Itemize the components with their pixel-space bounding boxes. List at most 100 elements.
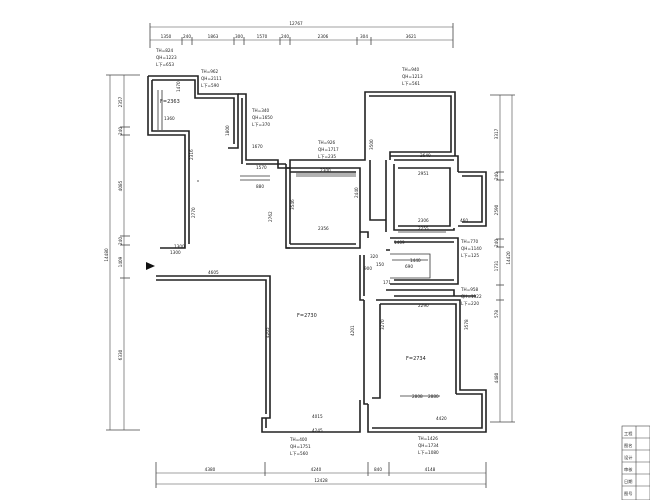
right-dim-7: 4480 [494,372,499,383]
right-dim-5: 1731 [494,260,499,271]
room-label-6-line-3: L下=125 [461,253,479,259]
room-label-1-line-1: TH=824 [155,48,174,53]
room-label-6-line-2: QH=1140 [461,246,482,251]
int-dim-18: 2306 [418,218,429,223]
int-dim-36: 1409 [394,240,405,245]
room-label-2-line-1: TH=962 [200,69,219,74]
left-dim-3: 4085 [118,180,123,191]
int-dim-17: 2951 [418,171,429,176]
room-label-5-line-2: QH=1717 [318,147,339,152]
top-dim-2: 240 [183,34,191,39]
int-dim-38: 690 [405,264,413,269]
room-label-9-line-3: L下=1080 [418,450,439,456]
int-dim-3: 2316 [189,149,194,160]
left-dim-6: 6330 [118,349,123,360]
room-label-9-line-1: TH=1426 [417,436,438,441]
int-dim-8: 1670 [252,144,263,149]
int-dim-21: 1440 [410,258,421,263]
int-dim-24: 4605 [208,270,219,275]
left-dim-4: 240 [118,237,123,245]
top-dim-4: 300 [235,34,243,39]
room-label-1-line-3: L下=653 [156,62,174,68]
top-dimension-chain: 12767 1350 240 1863 300 1570 240 2306 30… [149,21,454,48]
int-dim-27: 4245 [312,428,323,433]
bottom-dim-1: 4380 [205,467,216,472]
int-dim-32: 3578 [464,319,469,330]
room-bottom-right-walls [367,299,487,433]
title-row-6: 图号 [624,491,632,497]
title-row-4: 审核 [624,466,633,473]
room-label-4-line-2: QH=1213 [402,74,423,79]
room-label-3-line-3: L下=370 [252,122,270,128]
floor-label-2: F=2730 [297,313,317,319]
int-dim-33: 4201 [350,325,355,336]
room-label-9-line-2: QH=1734 [418,443,439,448]
floor-label-3: F=2734 [406,356,426,362]
room-center-walls [286,167,369,249]
top-dim-9: 3621 [406,34,417,39]
int-dim-35: 171 [383,280,391,285]
room-living-walls [156,255,368,433]
top-dim-3: 1863 [208,34,219,39]
room-label-8-line-2: QH=1751 [290,444,311,449]
top-dim-5: 1570 [257,34,268,39]
room-label-3-line-2: QH=1650 [252,115,273,120]
room-label-3-line-1: TH=340 [251,108,270,113]
right-dim-1: 3317 [494,128,499,139]
right-overall-dim: 14420 [506,251,511,265]
room-label-7-line-2: QH=1122 [461,294,482,299]
right-dim-4: 240 [494,239,499,247]
right-dimension-chain: 3317 240 2590 240 1731 578 4480 14420 [490,94,515,423]
floor-labels: F=2363 F=2730 F=2734 [160,99,426,362]
bottom-dim-4: 4148 [425,467,436,472]
walls [146,75,487,433]
int-dim-29: 2880 [428,394,439,399]
title-block: 工程 图名 设计 审核 日期 图号 [621,425,650,500]
int-dim-1: 1470 [176,81,181,92]
int-dim-34: 150 [376,262,384,267]
room-label-5-line-3: L下=235 [318,154,336,160]
bottom-dim-2: 4240 [311,467,322,472]
title-row-5: 日期 [624,479,632,485]
int-dim-5: 1300 [170,250,181,255]
int-dim-20: 2255 [418,226,429,231]
int-dim-12: 2356 [318,226,329,231]
int-dim-14: 2440 [354,187,359,198]
room-label-7-line-3: L下=220 [461,301,479,307]
title-row-2: 图名 [624,442,632,449]
room-label-4-line-1: TH=940 [401,67,420,72]
int-dim-7: 1570 [256,165,267,170]
int-dim-30: 320 [370,254,378,259]
int-dim-28: 2808 [412,394,423,399]
int-dim-25: 4205 [265,327,270,338]
int-dim-23: 2290 [418,303,429,308]
int-dim-31: 4420 [436,416,447,421]
room-label-8-line-3: L下=560 [290,451,308,457]
room-top-left-walls [147,75,239,249]
int-dim-37: 900 [364,266,372,271]
top-dim-1: 1350 [161,34,172,39]
bottom-overall-dim: 12428 [314,478,328,483]
room-label-8-line-1: TH=400 [289,437,308,442]
left-dim-1: 2357 [118,96,123,107]
int-dim-16: 2640 [420,153,431,158]
bottom-dim-3: 840 [374,467,382,472]
room-label-7-line-1: TH=958 [460,287,479,292]
right-dim-3: 2590 [494,204,499,215]
int-dim-22: 3270 [380,319,385,330]
window-markers [157,90,446,397]
title-row-1: 工程 [624,430,633,437]
int-dim-9: 880 [256,184,264,189]
bottom-dimension-chain: 4380 4240 840 4148 12428 [155,462,487,488]
left-dimension-chain: 2357 240 4085 240 1409 6330 14480 [104,74,140,431]
left-dim-5: 1409 [118,256,123,267]
room-label-6-line-1: TH=770 [460,239,479,244]
top-dim-6: 240 [281,34,289,39]
room-label-5-line-1: TH=926 [317,140,336,145]
int-dim-15: 3500 [369,139,374,150]
right-dim-2: 240 [494,172,499,180]
top-dim-7: 2306 [318,34,329,39]
floor-label-1: F=2363 [160,99,180,105]
